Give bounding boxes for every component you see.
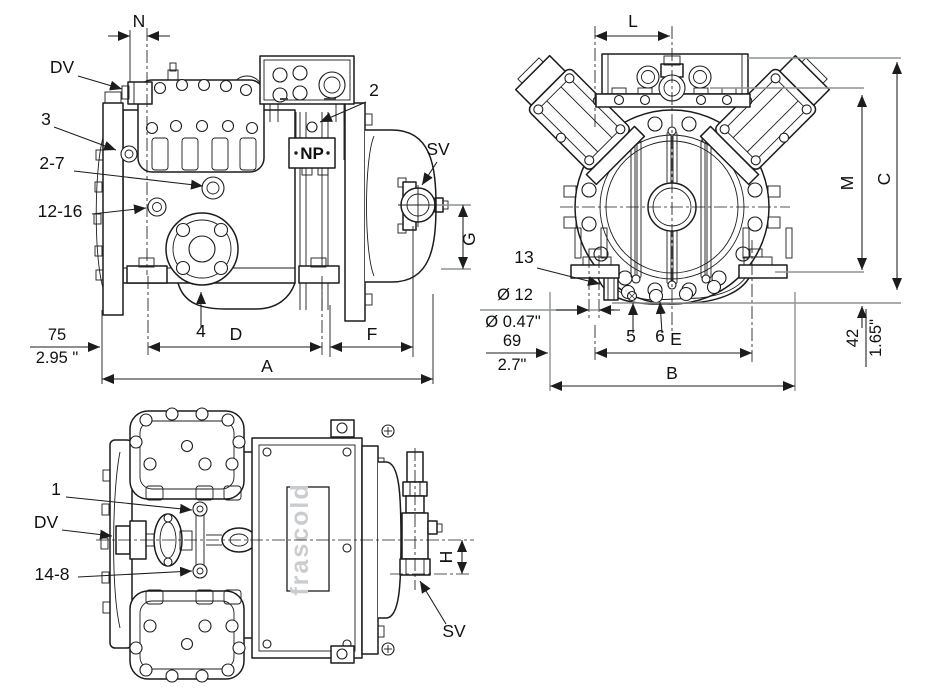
nameplate-label: NP — [300, 144, 324, 163]
dim-42-in: 1.65" — [867, 319, 885, 357]
dim-label-b: B — [666, 363, 678, 383]
front-left-cylinder-head — [514, 54, 646, 186]
callout-3: 3 — [41, 109, 51, 129]
dim-label-g: G — [459, 232, 479, 246]
top-lower-cylinder-head — [129, 589, 246, 683]
dim-75-in: 2.95 " — [36, 349, 79, 367]
callout-sv-side: SV — [426, 139, 450, 159]
callout-4: 4 — [196, 321, 206, 341]
callout-12-16: 12-16 — [38, 201, 83, 221]
brand-logo: frascold — [286, 482, 314, 595]
dim-label-m: M — [837, 176, 857, 191]
side-nameplate: NP — [288, 137, 336, 176]
dim-label-a: A — [261, 356, 273, 376]
dim-69-mm: 69 — [503, 332, 521, 350]
callout-14-8: 14-8 — [34, 564, 69, 584]
callout-dv-side: DV — [50, 57, 75, 77]
callout-dv-top: DV — [34, 512, 59, 532]
side-view: NP N DV 3 2-7 12-16 2 SV — [30, 11, 479, 384]
top-feet — [330, 419, 355, 664]
side-cylinder-head — [121, 62, 265, 173]
top-terminal-box: frascold — [251, 437, 363, 659]
hole-dia-mm: Ø 12 — [497, 286, 533, 304]
dim-label-f: F — [367, 324, 378, 344]
dim-label-e: E — [670, 329, 682, 349]
top-upper-cylinder-head — [129, 407, 246, 501]
front-view: L M C 42 1.65" 13 Ø 12 Ø 0.47" 5 6 69 2.… — [480, 11, 902, 391]
callout-1: 1 — [51, 479, 61, 499]
dim-label-d: D — [230, 324, 243, 344]
front-centerlines — [560, 26, 790, 362]
top-shaft-assembly — [115, 501, 290, 579]
dim-label-h: H — [436, 551, 456, 564]
callout-2: 2 — [369, 80, 379, 100]
dim-42-mm: 42 — [844, 329, 862, 347]
dim-label-n: N — [133, 11, 146, 31]
callout-6: 6 — [655, 326, 665, 346]
dim-75-mm: 75 — [48, 326, 66, 344]
front-top-plate — [595, 53, 751, 108]
dim-label-l: L — [628, 11, 638, 31]
side-dimensions: N DV 3 2-7 12-16 2 SV G 4 75 — [30, 11, 479, 384]
top-dimensions: 1 DV 14-8 H SV — [34, 479, 467, 641]
top-view: frascold — [34, 407, 474, 683]
front-dimensions: L M C 42 1.65" 13 Ø 12 Ø 0.47" 5 6 69 2.… — [485, 11, 902, 391]
top-centerlines — [96, 448, 474, 590]
callout-5: 5 — [626, 326, 636, 346]
hole-dia-in: Ø 0.47" — [485, 313, 541, 331]
callout-13: 13 — [514, 247, 533, 267]
dim-69-in: 2.7" — [498, 356, 527, 374]
callout-sv-top: SV — [442, 621, 466, 641]
dim-label-c: C — [874, 173, 894, 186]
callout-2-7: 2-7 — [39, 153, 64, 173]
